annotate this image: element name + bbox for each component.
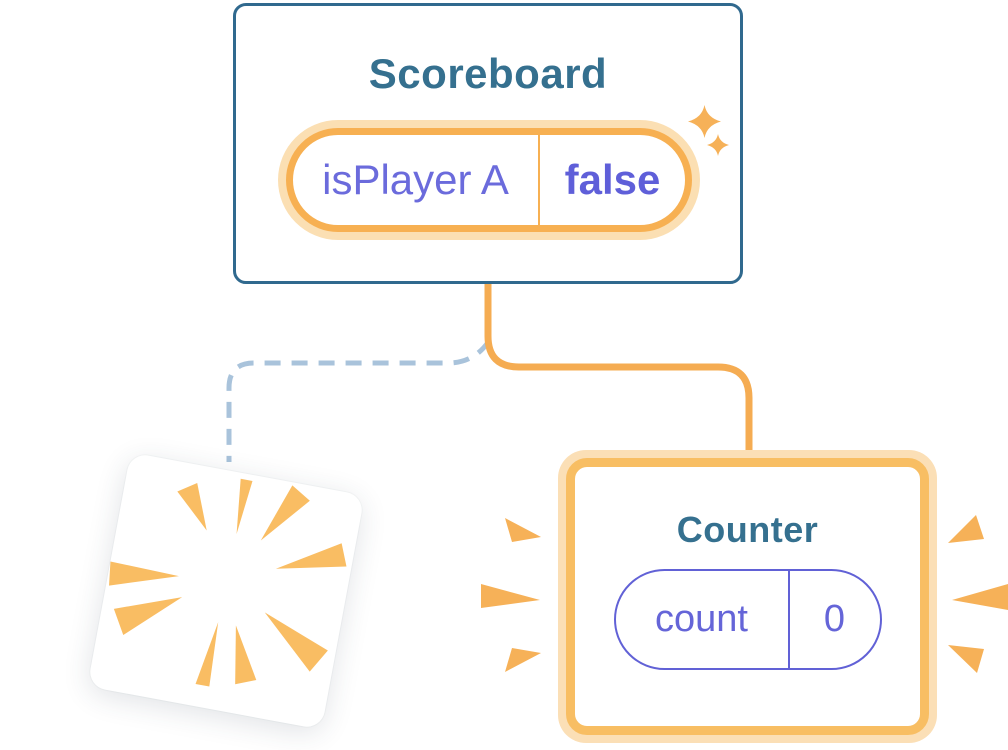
- scoreboard-state-pill: isPlayer A false: [278, 120, 700, 240]
- scoreboard-card: Scoreboard isPlayer A false: [233, 3, 743, 284]
- left-sparks-icon: [481, 518, 541, 672]
- counter-card: Counter count 0: [558, 450, 937, 743]
- state-value-label: false: [564, 156, 661, 203]
- sparkle-small-icon: [707, 134, 729, 156]
- count-key-label: count: [655, 598, 748, 640]
- counter-state-pill: count 0: [613, 569, 882, 670]
- pill-divider: [538, 135, 540, 225]
- pill-divider: [787, 571, 790, 668]
- count-value-label: 0: [823, 598, 846, 640]
- right-sparks-icon: [948, 515, 1008, 673]
- destroyed-component-card: [87, 452, 365, 730]
- state-key-label: isPlayer A: [322, 156, 509, 203]
- active-connection-line: [484, 280, 753, 462]
- scoreboard-title: Scoreboard: [368, 50, 608, 97]
- counter-title: Counter: [676, 509, 819, 550]
- removed-connection-dashed-line: [226, 339, 492, 462]
- sparkle-large-icon: [688, 105, 721, 138]
- burst-icon: [109, 478, 347, 687]
